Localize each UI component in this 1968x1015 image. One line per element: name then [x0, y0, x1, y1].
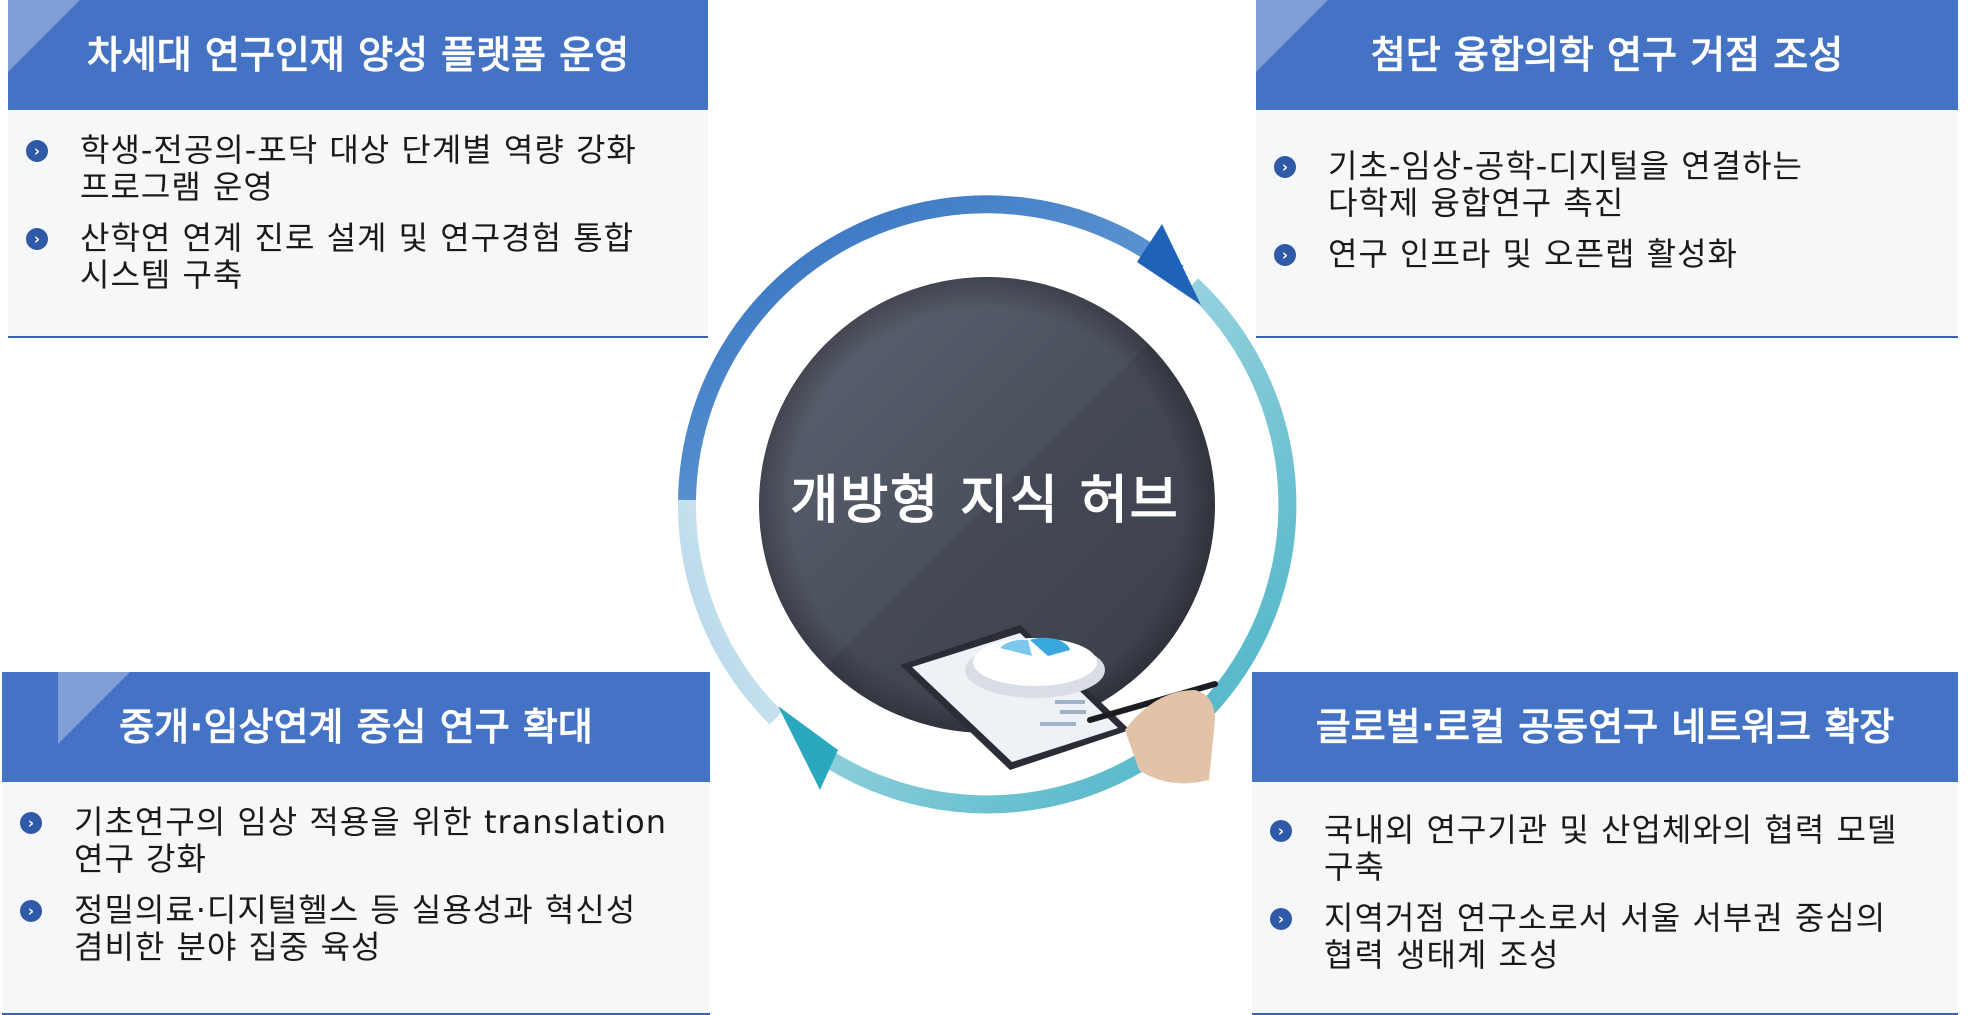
chevron-right-icon: › [1270, 820, 1292, 842]
hub-title: 개방형 지식 허브 [790, 471, 1180, 531]
cycle-arc-upper [678, 195, 1184, 501]
panel-title: 중개·임상연계 중심 연구 확대 [119, 705, 593, 749]
panel-header: 중개·임상연계 중심 연구 확대 [2, 672, 710, 782]
chevron-right-icon: › [1274, 244, 1296, 266]
tablet-chart-hand-icon [900, 625, 1218, 784]
chevron-right-icon: › [26, 228, 48, 250]
chevron-right-icon: › [20, 900, 42, 922]
cycle-arrow-bottom-icon [778, 706, 838, 790]
panel-global-network: 글로벌·로컬 공동연구 네트워크 확장 › 국내외 연구기관 및 산업체와의 협… [1252, 672, 1958, 1015]
cycle-arc-right [819, 278, 1297, 814]
chevron-right-icon: › [1270, 908, 1292, 930]
list-item: › 연구 인프라 및 오픈랩 활성화 [1274, 236, 1944, 273]
panel-title: 차세대 연구인재 양성 플랫폼 운영 [86, 33, 630, 77]
cycle-arrow-top-icon [1137, 224, 1201, 305]
chevron-right-icon: › [20, 812, 42, 834]
panel-research-talent: 차세대 연구인재 양성 플랫폼 운영 › 학생-전공의-포닥 대상 단계별 역량… [8, 0, 708, 338]
panel-title: 글로벌·로컬 공동연구 네트워크 확장 [1315, 705, 1895, 749]
panel-header: 차세대 연구인재 양성 플랫폼 운영 [8, 0, 708, 110]
panel-header: 글로벌·로컬 공동연구 네트워크 확장 [1252, 672, 1958, 782]
panel-title: 첨단 융합의학 연구 거점 조성 [1370, 33, 1844, 77]
chevron-right-icon: › [1274, 156, 1296, 178]
panel-translational-research: 중개·임상연계 중심 연구 확대 › 기초연구의 임상 적용을 위한 trans… [2, 672, 710, 1015]
panel-header: 첨단 융합의학 연구 거점 조성 [1256, 0, 1958, 110]
chevron-right-icon: › [26, 140, 48, 162]
cycle-arc-left [677, 499, 783, 725]
